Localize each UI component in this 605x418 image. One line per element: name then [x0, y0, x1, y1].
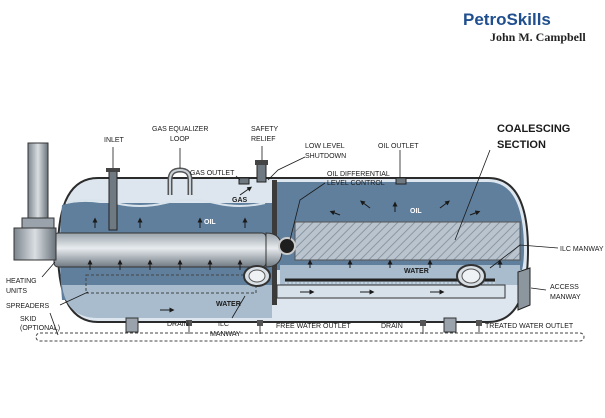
label-oil-outlet: OIL OUTLET [378, 143, 419, 150]
access-manway [517, 267, 531, 311]
skid [35, 332, 585, 342]
support-leg-left [125, 317, 139, 333]
label-ilc-manway-right: ILC MANWAY [560, 246, 604, 253]
label-units: UNITS [6, 288, 27, 295]
low-level-float [278, 237, 296, 255]
label-low-level: LOW LEVEL [305, 143, 345, 150]
label-gas-outlet: GAS OUTLET [190, 170, 235, 177]
label-relief: RELIEF [251, 136, 276, 143]
exhaust-stack [13, 142, 57, 261]
label-coalescing: COALESCING [497, 123, 570, 135]
label-safety: SAFETY [251, 126, 279, 133]
label-gas: GAS [232, 197, 248, 204]
inlet-pipe [108, 169, 118, 231]
safety-relief-valve [256, 163, 267, 183]
label-spreaders: SPREADERS [6, 303, 50, 310]
fire-tube [53, 232, 283, 268]
coalescing-media [294, 221, 521, 261]
label-free-water-outlet: FREE WATER OUTLET [276, 323, 351, 330]
label-drain-left: DRAIN [167, 321, 189, 328]
label-access: ACCESS [550, 284, 579, 291]
label-treated-water-outlet: TREATED WATER OUTLET [485, 323, 574, 330]
label-section: SECTION [497, 139, 546, 151]
label-gas-equalizer: GAS EQUALIZER [152, 126, 208, 133]
label-water-left: WATER [216, 301, 241, 308]
label-level-control: LEVEL CONTROL [327, 180, 385, 187]
gas-outlet-nozzle [238, 177, 250, 185]
label-ilc-manway-left: MANWAY [210, 331, 241, 338]
label-shutdown: SHUTDOWN [305, 153, 346, 160]
label-manway: MANWAY [550, 294, 581, 301]
spreaders-box [85, 274, 257, 294]
support-leg-right [443, 317, 457, 333]
label-drain-right: DRAIN [381, 323, 403, 330]
left-water-zone [62, 285, 272, 318]
label-oil-left: OIL [204, 219, 216, 226]
label-oil-differential: OIL DIFFERENTIAL [327, 171, 390, 178]
logo-brand: PetroSkills [463, 10, 551, 29]
label-ilc: ILC [218, 321, 229, 328]
label-oil-right: OIL [410, 208, 422, 215]
label-loop: LOOP [170, 136, 190, 143]
oil-outlet-nozzle [395, 177, 407, 185]
label-heating: HEATING [6, 278, 37, 285]
label-water-right: WATER [404, 268, 429, 275]
label-optional: (OPTIONAL) [20, 325, 60, 332]
vessel [56, 177, 530, 323]
label-skid: SKID [20, 316, 36, 323]
flow-arrows [87, 186, 503, 313]
leader-lines [41, 146, 559, 336]
label-inlet: INLET [104, 137, 125, 144]
logo-subtitle: John M. Campbell [490, 30, 586, 44]
